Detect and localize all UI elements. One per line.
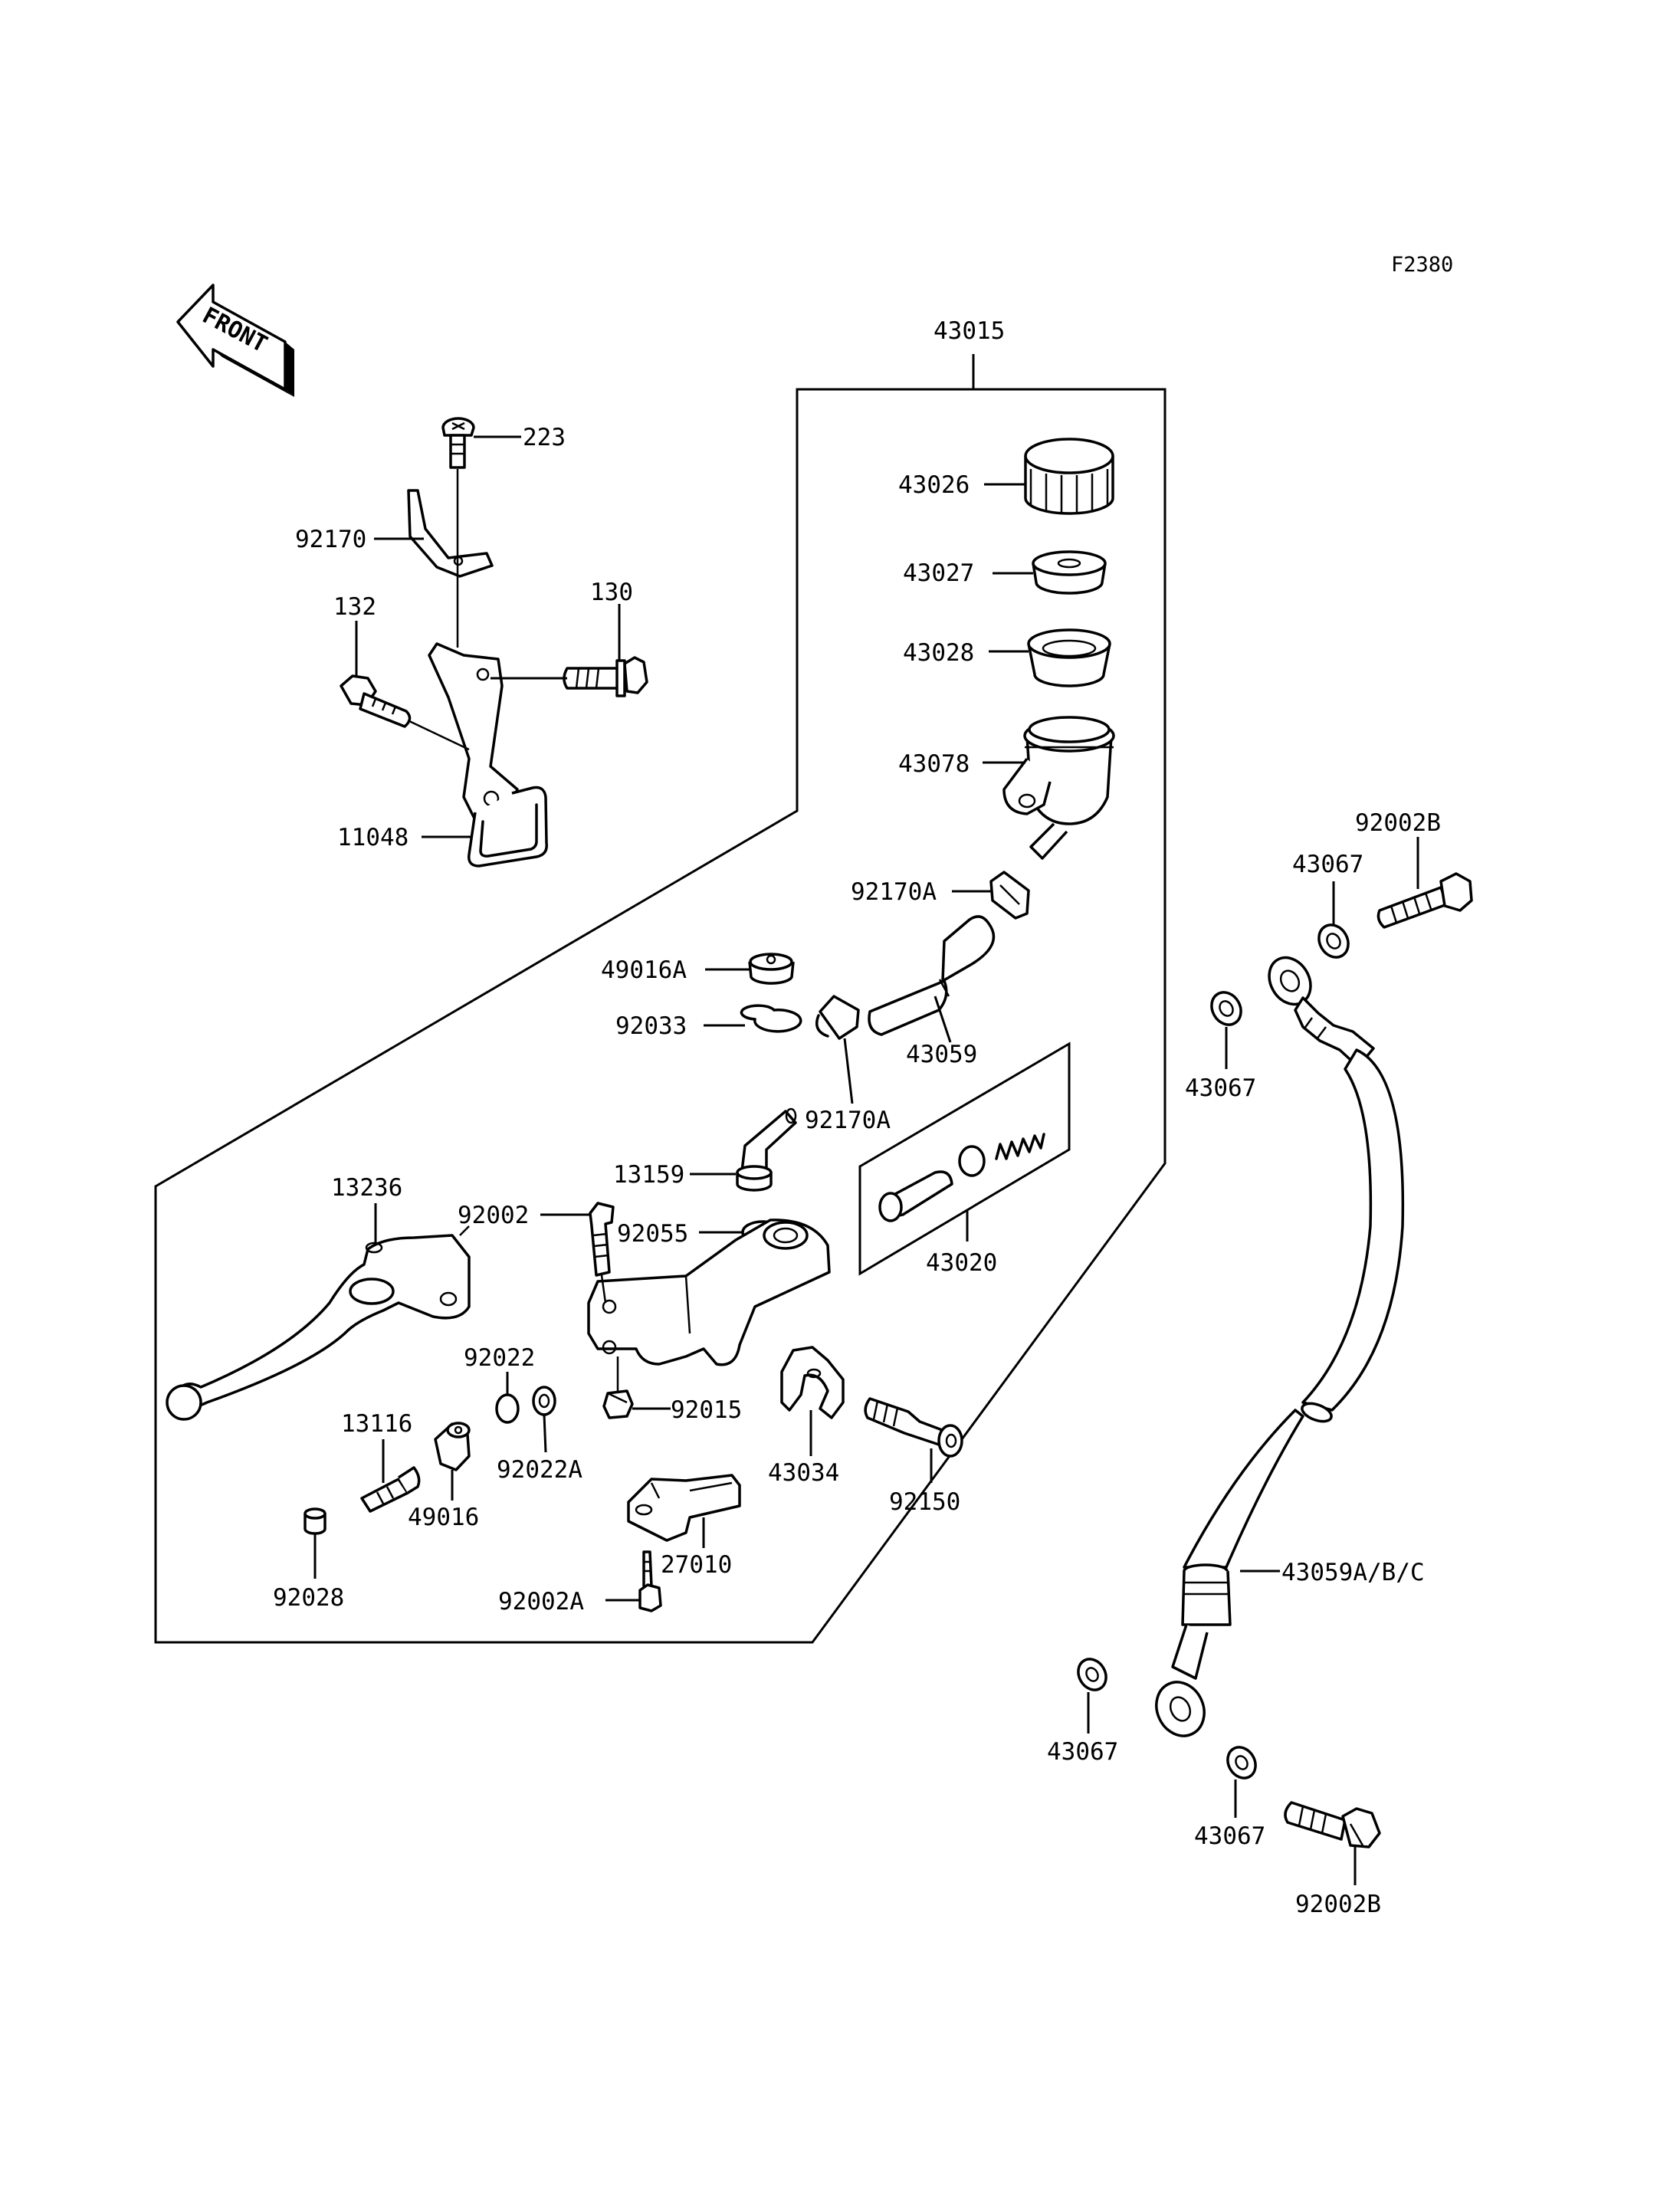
screw-223: [441, 417, 475, 469]
bracket-11048: [428, 642, 548, 868]
washer-43067-c: [1077, 1658, 1107, 1691]
clutch-lever: [166, 1225, 471, 1421]
dust-cap: [748, 953, 795, 985]
label-43067-c: 43067: [1047, 1738, 1118, 1766]
piston-kit: [878, 1133, 1045, 1222]
label-11048: 11048: [337, 824, 409, 851]
washer-43067-a: [1317, 923, 1350, 959]
label-92170: 92170: [295, 526, 366, 553]
label-13159: 13159: [613, 1161, 684, 1189]
bolt-92150: [864, 1397, 963, 1458]
label-92055: 92055: [617, 1220, 688, 1248]
pushrod-boot: [434, 1422, 471, 1471]
label-43015: 43015: [934, 317, 1005, 345]
reservoir-body: [1002, 716, 1115, 860]
screw-92002A: [638, 1550, 662, 1612]
label-43067-b: 43067: [1185, 1074, 1256, 1102]
label-92170A-bottom: 92170A: [805, 1107, 891, 1134]
reservoir-cap: [1024, 438, 1114, 515]
label-43078: 43078: [898, 750, 970, 778]
label-92002: 92002: [458, 1202, 529, 1229]
label-49016: 49016: [408, 1504, 479, 1531]
label-13116: 13116: [341, 1410, 412, 1438]
label-92022: 92022: [464, 1344, 535, 1372]
label-13236: 13236: [331, 1174, 402, 1202]
label-27010: 27010: [661, 1551, 732, 1579]
pivot-pin: [360, 1466, 421, 1513]
banjo-bolt-bottom: [1284, 1801, 1381, 1848]
cap-92028: [304, 1507, 326, 1535]
label-43067-d: 43067: [1194, 1822, 1265, 1850]
label-49016A: 49016A: [601, 956, 687, 984]
label-132: 132: [333, 593, 376, 621]
clutch-switch: [627, 1474, 741, 1542]
label-92002B-top: 92002B: [1355, 809, 1441, 837]
washer-92022A: [532, 1386, 556, 1416]
master-cylinder-body: [587, 1219, 831, 1366]
label-92022A: 92022A: [497, 1456, 582, 1484]
label-92170A-top: 92170A: [851, 878, 937, 906]
hose-clamp-bottom: [815, 995, 860, 1040]
label-223: 223: [523, 424, 566, 451]
circlip-92022: [495, 1393, 520, 1424]
reservoir-hose: [868, 915, 996, 1036]
bolt-132: [340, 674, 412, 728]
label-92028: 92028: [273, 1584, 344, 1612]
label-43026: 43026: [898, 471, 970, 499]
bracket-clamp: [407, 489, 494, 578]
kit-43020-box: [858, 1041, 1071, 1276]
label-92033: 92033: [615, 1012, 687, 1040]
circlip-92033: [740, 1004, 802, 1033]
label-43059: 43059: [906, 1041, 977, 1068]
washer-43067-b: [1210, 991, 1242, 1026]
label-92002B-bottom: 92002B: [1295, 1891, 1381, 1918]
clamp-holder: [780, 1346, 845, 1419]
bolt-130: [563, 656, 648, 697]
diaphragm-plate: [1032, 550, 1107, 595]
nut-92015: [602, 1389, 634, 1419]
label-43067-a: 43067: [1292, 851, 1363, 878]
hose-clamp-top: [989, 871, 1030, 920]
label-43028: 43028: [903, 639, 974, 667]
label-92150: 92150: [889, 1488, 960, 1516]
screw-92002: [589, 1202, 615, 1277]
banjo-bolt-top: [1376, 872, 1473, 929]
label-43034: 43034: [768, 1459, 839, 1487]
label-43020: 43020: [926, 1249, 997, 1277]
clutch-hose: [1155, 956, 1405, 1737]
figure-code: F2380: [1391, 253, 1453, 277]
label-92002A: 92002A: [498, 1588, 584, 1615]
front-arrow-icon: FRONT: [176, 284, 294, 397]
label-92015: 92015: [671, 1396, 742, 1424]
label-43059ABC: 43059A/B/C: [1281, 1559, 1425, 1586]
elbow-fitting: [736, 1107, 797, 1192]
label-43027: 43027: [903, 559, 974, 587]
label-130: 130: [590, 579, 633, 606]
assembly-outline: [154, 388, 1166, 1644]
diaphragm: [1027, 628, 1111, 687]
washer-43067-d: [1226, 1746, 1257, 1779]
